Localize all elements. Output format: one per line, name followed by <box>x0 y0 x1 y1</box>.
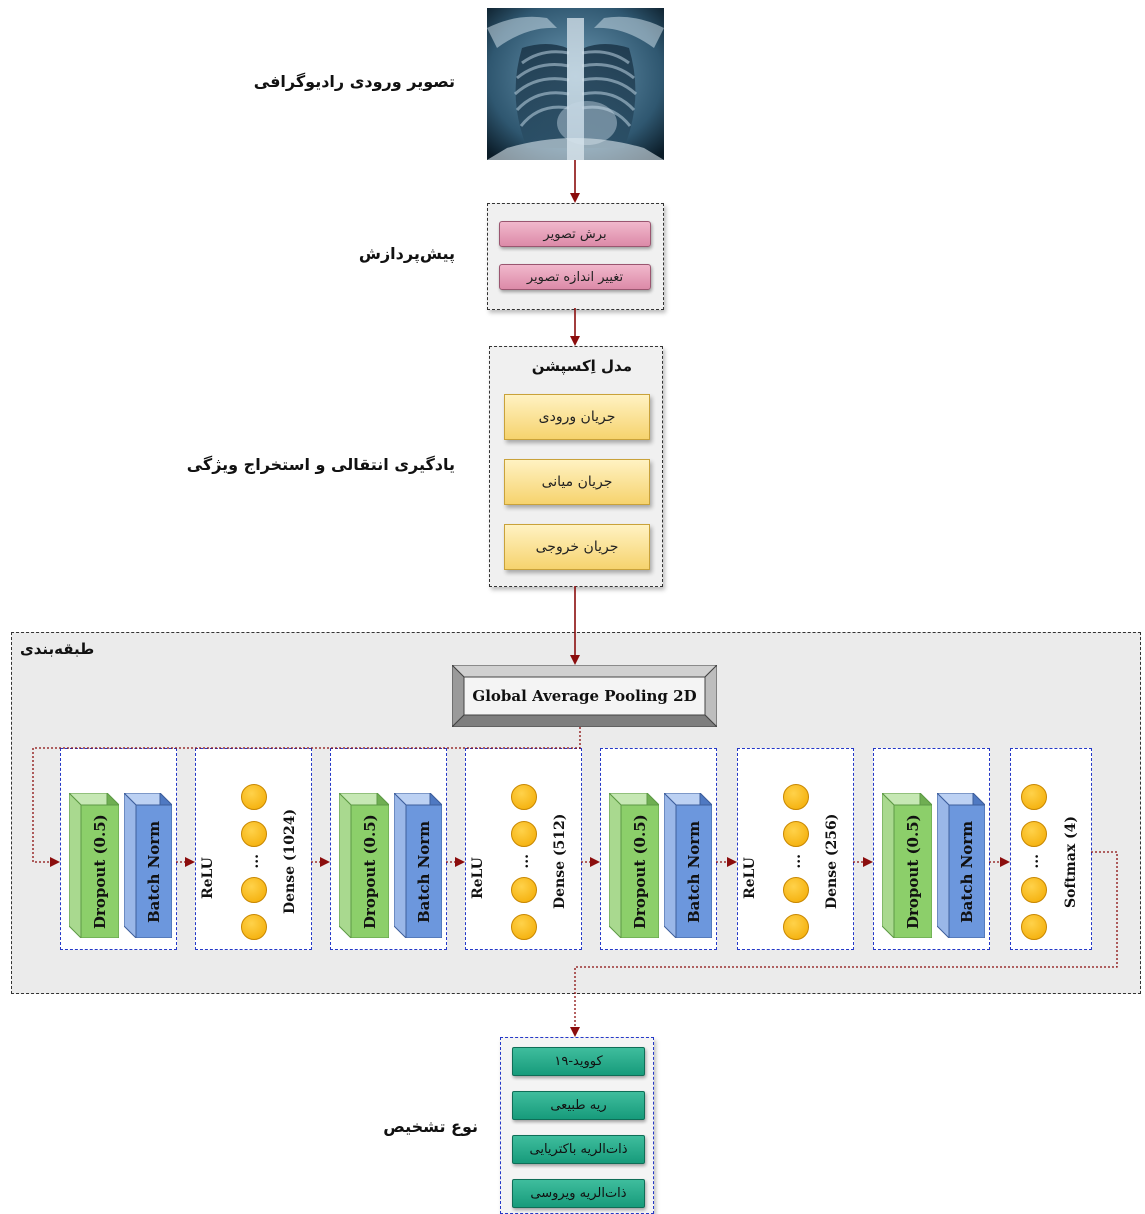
neuron <box>511 877 537 903</box>
neuron <box>1021 784 1047 810</box>
xception-model-box: مدل اِکسپشن جریان ورودی جریان میانی جریا… <box>489 346 663 587</box>
softmax-block: ... Softmax (4) <box>1010 748 1092 950</box>
activation-label: ReLU <box>470 857 486 899</box>
neuron <box>241 784 267 810</box>
neuron <box>783 784 809 810</box>
neuron <box>241 914 267 940</box>
ellipsis: ... <box>788 854 804 869</box>
reg-block-3: Dropout (0.5) Batch Norm <box>600 748 717 950</box>
gap-label: Global Average Pooling 2D <box>472 687 697 705</box>
dense-block-1024: ReLU ... Dense (1024) <box>195 748 312 950</box>
preprocess-stage-label: پیش‌پردازش <box>358 244 455 263</box>
model-title: مدل اِکسپشن <box>531 357 632 375</box>
activation-label: ReLU <box>742 857 758 899</box>
neuron <box>241 821 267 847</box>
neuron <box>241 877 267 903</box>
neuron <box>783 877 809 903</box>
batchnorm-label: Batch Norm <box>145 820 163 923</box>
diagnosis-viral-pneumonia: ذات‌الریه ویروسی <box>512 1179 645 1208</box>
ellipsis: ... <box>246 854 262 869</box>
exit-flow: جریان خروجی <box>504 524 650 570</box>
dropout-cuboid: Dropout (0.5) <box>609 793 659 938</box>
global-average-pooling-box: Global Average Pooling 2D <box>452 665 717 727</box>
dropout-cuboid: Dropout (0.5) <box>69 793 119 938</box>
neuron <box>1021 821 1047 847</box>
diagnosis-covid19: کووید-۱۹ <box>512 1047 645 1076</box>
classification-title: طبقه‌بندی <box>20 640 95 658</box>
neuron <box>783 914 809 940</box>
dropout-label: Dropout (0.5) <box>91 814 109 929</box>
batchnorm-cuboid: Batch Norm <box>394 793 442 938</box>
dense-block-256: ReLU ... Dense (256) <box>737 748 854 950</box>
xray-image <box>487 8 664 160</box>
diagnosis-normal: ریه طبیعی <box>512 1091 645 1120</box>
preprocess-step-resize: تغییر اندازه تصویر <box>499 264 651 290</box>
reg-block-4: Dropout (0.5) Batch Norm <box>873 748 990 950</box>
reg-block-1: Dropout (0.5) Batch Norm <box>60 748 177 950</box>
transfer-stage-label: یادگیری انتقالی و استخراج ویژگی <box>186 455 455 474</box>
middle-flow: جریان میانی <box>504 459 650 505</box>
preprocess-box: برش تصویر تغییر اندازه تصویر <box>487 203 664 310</box>
diagnosis-bacterial-pneumonia: ذات‌الریه باکتریایی <box>512 1135 645 1164</box>
dropout-label: Dropout (0.5) <box>361 814 379 929</box>
batchnorm-label: Batch Norm <box>415 820 433 923</box>
neuron <box>511 914 537 940</box>
batchnorm-cuboid: Batch Norm <box>124 793 172 938</box>
dense-label: Dense (1024) <box>282 808 298 915</box>
diagnosis-stage-label: نوع تشخیص <box>383 1117 478 1136</box>
neuron <box>1021 914 1047 940</box>
softmax-label: Softmax (4) <box>1063 815 1079 908</box>
neuron <box>511 821 537 847</box>
dense-block-512: ReLU ... Dense (512) <box>465 748 582 950</box>
diagnosis-box: کووید-۱۹ ریه طبیعی ذات‌الریه باکتریایی ذ… <box>500 1037 654 1214</box>
input-stage-label: تصویر ورودی رادیوگرافی <box>253 72 455 91</box>
dropout-label: Dropout (0.5) <box>904 814 922 929</box>
batchnorm-label: Batch Norm <box>685 820 703 923</box>
neuron <box>1021 877 1047 903</box>
dense-label: Dense (256) <box>824 813 840 910</box>
ellipsis: ... <box>1026 854 1042 869</box>
neuron <box>783 821 809 847</box>
dropout-cuboid: Dropout (0.5) <box>882 793 932 938</box>
dropout-label: Dropout (0.5) <box>631 814 649 929</box>
batchnorm-cuboid: Batch Norm <box>664 793 712 938</box>
ellipsis: ... <box>516 854 532 869</box>
entry-flow: جریان ورودی <box>504 394 650 440</box>
activation-label: ReLU <box>200 857 216 899</box>
neuron <box>511 784 537 810</box>
dropout-cuboid: Dropout (0.5) <box>339 793 389 938</box>
batchnorm-label: Batch Norm <box>958 820 976 923</box>
batchnorm-cuboid: Batch Norm <box>937 793 985 938</box>
reg-block-2: Dropout (0.5) Batch Norm <box>330 748 447 950</box>
dense-label: Dense (512) <box>552 813 568 910</box>
preprocess-step-crop: برش تصویر <box>499 221 651 247</box>
